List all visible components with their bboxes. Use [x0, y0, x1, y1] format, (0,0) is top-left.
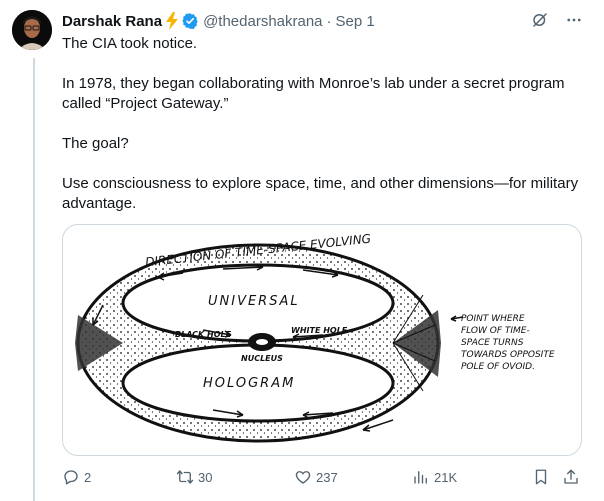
bookmark-icon — [535, 469, 547, 485]
like-button[interactable]: 237 — [294, 468, 338, 486]
tweet-paragraph: In 1978, they began collaborating with M… — [62, 75, 565, 112]
reply-icon — [64, 470, 78, 485]
repost-count: 30 — [198, 469, 213, 485]
label-black-hole: BLACK HOLE — [175, 330, 232, 339]
nucleus — [248, 333, 276, 351]
label-point-line5: POLE OF OVOID. — [461, 362, 535, 372]
tweet-image[interactable]: DIRECTION OF TIME-SPACE EVOLVING UNIVERS… — [62, 224, 582, 456]
author-name[interactable]: Darshak Rana — [62, 12, 163, 30]
label-point-line4: TOWARDS OPPOSITE — [461, 350, 555, 360]
grok-icon[interactable] — [530, 10, 550, 30]
right-convergence — [392, 294, 441, 392]
label-point-line2: FLOW OF TIME- — [461, 326, 530, 336]
flow-arrows — [92, 263, 464, 432]
left-convergence — [75, 315, 123, 371]
label-hologram: HOLOGRAM — [203, 376, 295, 391]
repost-icon — [176, 470, 194, 484]
label-point-line1: POINT WHERE — [461, 314, 525, 324]
label-nucleus: NUCLEUS — [241, 354, 283, 363]
avatar[interactable] — [12, 10, 52, 50]
like-count: 237 — [316, 469, 338, 485]
views-count: 21K — [434, 469, 458, 485]
reply-count: 2 — [84, 469, 92, 485]
ovoid-diagram: DIRECTION OF TIME-SPACE EVOLVING UNIVERS… — [75, 232, 555, 443]
share-button[interactable] — [562, 468, 580, 486]
more-options-icon[interactable] — [564, 10, 584, 30]
tweet-actions: 2 30 237 21K — [62, 464, 584, 490]
tweet-paragraph: The goal? — [62, 135, 129, 152]
bookmark-button[interactable] — [532, 468, 550, 486]
repost-button[interactable]: 30 — [176, 468, 212, 486]
label-universal: UNIVERSAL — [208, 294, 300, 309]
lightning-bolt-icon — [165, 12, 179, 30]
tweet-paragraph: Use consciousness to explore space, time… — [62, 175, 579, 212]
reply-button[interactable]: 2 — [62, 468, 91, 486]
tweet-paragraph: The CIA took notice. — [62, 35, 198, 52]
avatar-image — [12, 10, 52, 50]
label-point-line3: SPACE TURNS — [461, 338, 524, 348]
tweet-date[interactable]: Sep 1 — [335, 12, 375, 30]
share-icon — [564, 469, 578, 484]
author-handle[interactable]: @thedarshakrana — [203, 12, 323, 30]
heart-icon — [295, 471, 311, 484]
header-actions — [530, 10, 584, 30]
views-chart-icon — [414, 471, 427, 484]
views-button[interactable]: 21K — [412, 468, 457, 486]
label-white-hole: WHITE HOLE — [291, 326, 348, 335]
tweet-header: Darshak Rana @thedarshakrana · Sep 1 — [62, 10, 584, 32]
separator-dot: · — [326, 12, 332, 30]
tweet-text: The CIA took notice. In 1978, they began… — [62, 34, 587, 234]
thread-connector-line — [33, 58, 35, 501]
verified-badge-icon[interactable] — [181, 12, 199, 30]
